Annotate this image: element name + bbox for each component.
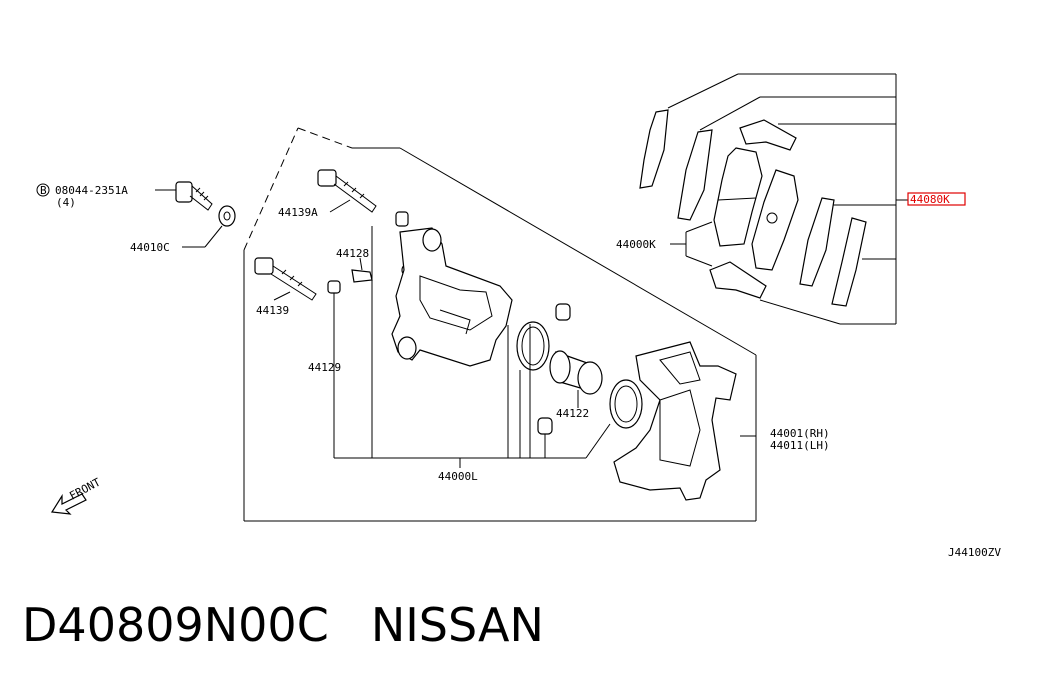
label-boot: 44129 (308, 361, 341, 374)
guide-pin-a (317, 169, 377, 213)
pad-shim-outer-right (831, 217, 867, 307)
washer (182, 205, 236, 248)
caliper-bracket (613, 341, 756, 501)
hardware-clip-bottom (709, 261, 767, 299)
pad-shim-outer-left (639, 109, 669, 189)
pin-boot (327, 280, 341, 458)
caliper-piston (549, 350, 603, 408)
pad-kit-frame (667, 73, 908, 325)
footer-part-number: D40809N00C (22, 598, 329, 652)
sleeve-upper (529, 303, 571, 458)
sleeve-lower (537, 417, 553, 458)
pad-clip-right (799, 197, 835, 287)
pad-clip-left (677, 129, 713, 221)
label-bleeder: 44128 (336, 247, 369, 260)
label-drawing-code: J44100ZV (948, 546, 1001, 559)
brake-pad-inner (713, 147, 763, 247)
label-hardware-kit: 44000K (616, 238, 656, 251)
label-bolt-qty: (4) (56, 196, 76, 209)
label-washer: 44010C (130, 241, 170, 254)
label-pad-kit: 44080K (910, 193, 950, 206)
piston-seal (507, 321, 550, 458)
guide-pin (254, 257, 317, 301)
footer-brand: NISSAN (370, 598, 544, 652)
hardware-clip-top (739, 119, 797, 151)
kit-bracket-line (334, 457, 586, 468)
label-bolt-code: 08044-2351A (55, 184, 128, 197)
label-piston: 44122 (556, 407, 589, 420)
footer-title: D40809N00C NISSAN (22, 598, 544, 652)
pin-boot-upper (371, 211, 409, 458)
label-caliper-rh: 44001(RH) (770, 427, 830, 440)
label-pin: 44139 (256, 304, 289, 317)
caliper-assembly-frame (243, 127, 757, 522)
label-caliper-lh: 44011(LH) (770, 439, 830, 452)
highlight-box (907, 192, 966, 206)
dust-boot (585, 379, 643, 459)
caliper-body (391, 227, 513, 367)
bolt-callout: B 08044-2351A (4) (36, 183, 128, 209)
front-arrow-icon (50, 493, 87, 515)
brake-pad-outer (751, 169, 799, 271)
bolt-callout-letter: B (40, 184, 47, 197)
label-pin-a: 44139A (278, 206, 318, 219)
label-caliper-kit: 44000L (438, 470, 478, 483)
mounting-bolt (155, 181, 213, 211)
hardware-kit-leader (670, 221, 713, 267)
